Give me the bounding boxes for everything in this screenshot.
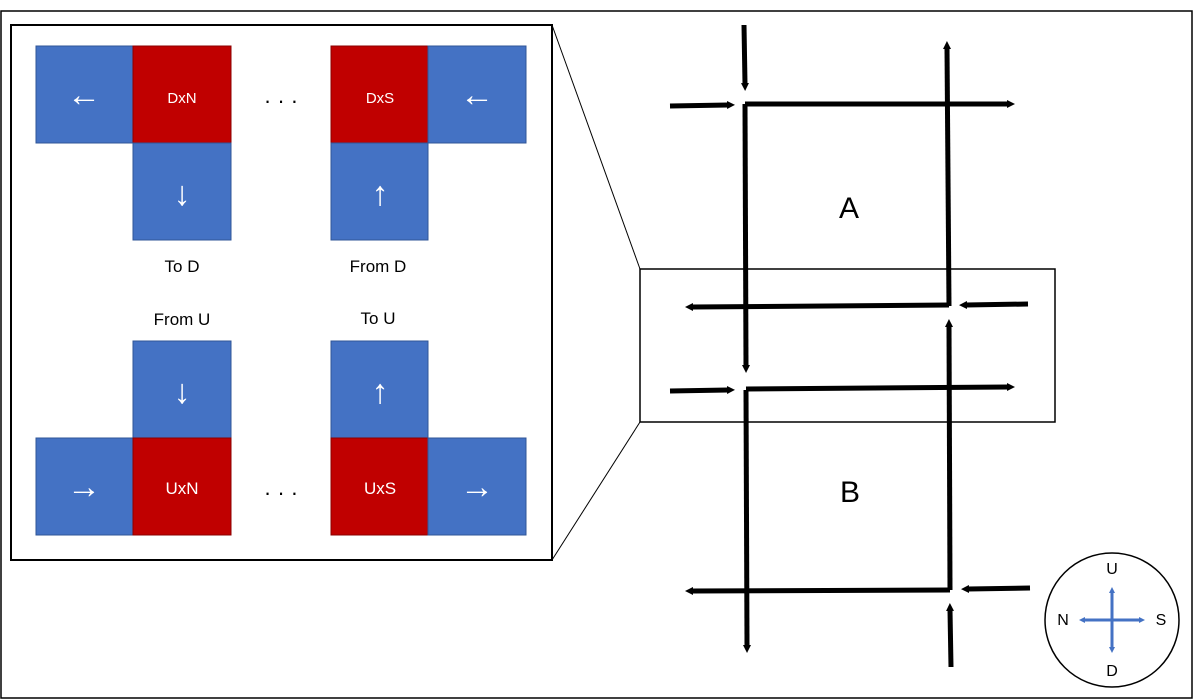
road-segment [943, 41, 952, 307]
zoom-line-bottom [551, 421, 641, 561]
dxs-label: DxS [366, 90, 394, 107]
road-segment [745, 383, 1015, 392]
ellipsis-top: · · · [264, 88, 298, 113]
group-dxn: ← DxN ↓ To D [35, 45, 232, 276]
compass-up-label: U [1106, 561, 1118, 578]
road-segment [959, 300, 1029, 309]
uxs-label: UxS [364, 479, 396, 498]
road-segment [669, 101, 735, 110]
caption-to-u: To U [361, 309, 396, 328]
right-arrow-icon: → [67, 468, 101, 506]
group-dxs: DxS ← ↑ From D [330, 45, 527, 276]
outer-frame [0, 10, 1193, 699]
cell-uxn [132, 437, 232, 536]
road-segment [741, 103, 750, 373]
road-network [669, 24, 1031, 668]
cell-east-arrow [427, 437, 527, 536]
group-uxn: From U ↓ → UxN [35, 310, 232, 536]
dxn-label: DxN [167, 90, 196, 107]
compass-right-label: S [1156, 612, 1167, 629]
compass-down-label: D [1106, 663, 1118, 680]
zoom-line-top [551, 24, 641, 270]
cell-down-arrow [132, 142, 232, 241]
road-segment [685, 302, 950, 311]
left-arrow-icon: ← [67, 76, 101, 114]
road-segment [945, 319, 954, 591]
road-segment [685, 586, 951, 595]
ellipsis-bottom: · · · [264, 480, 298, 505]
road-segment [961, 584, 1031, 593]
caption-to-d: To D [165, 257, 200, 276]
road-segment [669, 386, 735, 395]
compass: U D N S [1044, 552, 1180, 688]
cell-east-arrow [35, 437, 134, 536]
caption-from-u: From U [154, 310, 211, 329]
uxn-label: UxN [165, 479, 198, 498]
cell-dxs [330, 45, 429, 144]
down-arrow-icon: ↓ [174, 175, 191, 213]
group-uxs: To U ↑ UxS → [330, 309, 527, 536]
cell-west-arrow [35, 45, 134, 144]
road-segment [946, 603, 955, 668]
up-arrow-icon: ↑ [372, 373, 389, 411]
right-arrow-icon: → [460, 468, 494, 506]
road-segment [740, 24, 749, 91]
zoom-highlight-box [639, 268, 1056, 423]
cell-west-arrow [427, 45, 527, 144]
cell-dxn [132, 45, 232, 144]
caption-from-d: From D [350, 257, 407, 276]
cell-up-arrow [330, 142, 429, 241]
road-segment [742, 389, 751, 653]
region-b-label: B [840, 476, 860, 509]
region-a-label: A [839, 192, 859, 225]
down-arrow-icon: ↓ [174, 373, 191, 411]
compass-arrows-icon [1079, 587, 1145, 653]
cell-down-arrow [132, 340, 232, 439]
left-arrow-icon: ← [460, 76, 494, 114]
cell-uxs [330, 437, 429, 536]
compass-left-label: N [1057, 612, 1069, 629]
up-arrow-icon: ↑ [372, 175, 389, 213]
